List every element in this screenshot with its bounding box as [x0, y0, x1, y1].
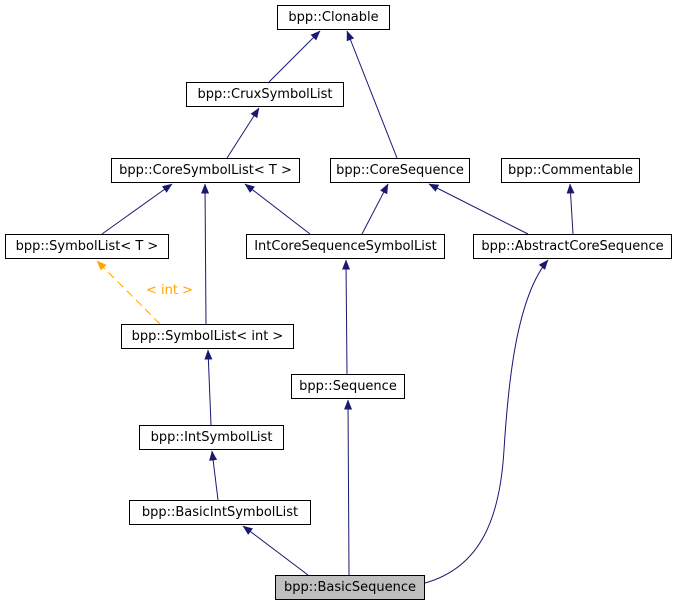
- class-node-crux-symbol-list[interactable]: bpp::CruxSymbolList: [186, 82, 344, 107]
- class-node-core-sequence[interactable]: bpp::CoreSequence: [330, 158, 470, 183]
- edge-symbol-list-int-to-core-symbol-list: [201, 183, 210, 325]
- edge-int-core-sequence-symbol-list-to-core-sequence: [361, 183, 389, 235]
- edge-abstract-core-sequence-to-core-sequence: [428, 183, 529, 235]
- edge-label-symbol-list-int-to-symbol-list-t: < int >: [146, 283, 193, 298]
- class-node-basic-int-symbol-list[interactable]: bpp::BasicIntSymbolList: [129, 500, 311, 525]
- edge-symbol-list-int-to-symbol-list-t: [96, 260, 161, 325]
- class-node-clonable[interactable]: bpp::Clonable: [277, 5, 390, 30]
- edge-core-sequence-to-clonable: [346, 30, 398, 159]
- class-node-symbol-list-t[interactable]: bpp::SymbolList< T >: [5, 234, 169, 259]
- edge-int-symbol-list-to-symbol-list-int: [204, 349, 213, 426]
- edge-crux-symbol-list-to-clonable: [268, 30, 321, 83]
- edge-sequence-to-int-core-sequence-symbol-list: [342, 259, 351, 375]
- edge-basic-sequence-to-sequence: [344, 399, 353, 576]
- class-node-core-symbol-list[interactable]: bpp::CoreSymbolList< T >: [111, 158, 300, 183]
- class-node-basic-sequence: bpp::BasicSequence: [275, 575, 425, 600]
- class-node-commentable[interactable]: bpp::Commentable: [501, 158, 640, 183]
- edge-basic-sequence-to-basic-int-symbol-list: [242, 525, 309, 576]
- class-node-int-symbol-list[interactable]: bpp::IntSymbolList: [139, 425, 284, 450]
- class-node-int-core-sequence-symbol-list[interactable]: IntCoreSequenceSymbolList: [246, 234, 445, 259]
- edge-core-symbol-list-to-crux-symbol-list: [226, 107, 260, 159]
- edge-abstract-core-sequence-to-commentable: [566, 183, 575, 235]
- class-node-sequence[interactable]: bpp::Sequence: [291, 374, 405, 399]
- class-node-symbol-list-int[interactable]: bpp::SymbolList< int >: [121, 324, 294, 349]
- edge-int-core-sequence-symbol-list-to-core-symbol-list: [244, 183, 311, 235]
- class-node-abstract-core-sequence[interactable]: bpp::AbstractCoreSequence: [473, 234, 672, 259]
- edge-basic-sequence-to-abstract-core-sequence: [424, 259, 549, 584]
- edge-symbol-list-t-to-core-symbol-list: [101, 183, 173, 235]
- edge-basic-int-symbol-list-to-int-symbol-list: [209, 450, 219, 501]
